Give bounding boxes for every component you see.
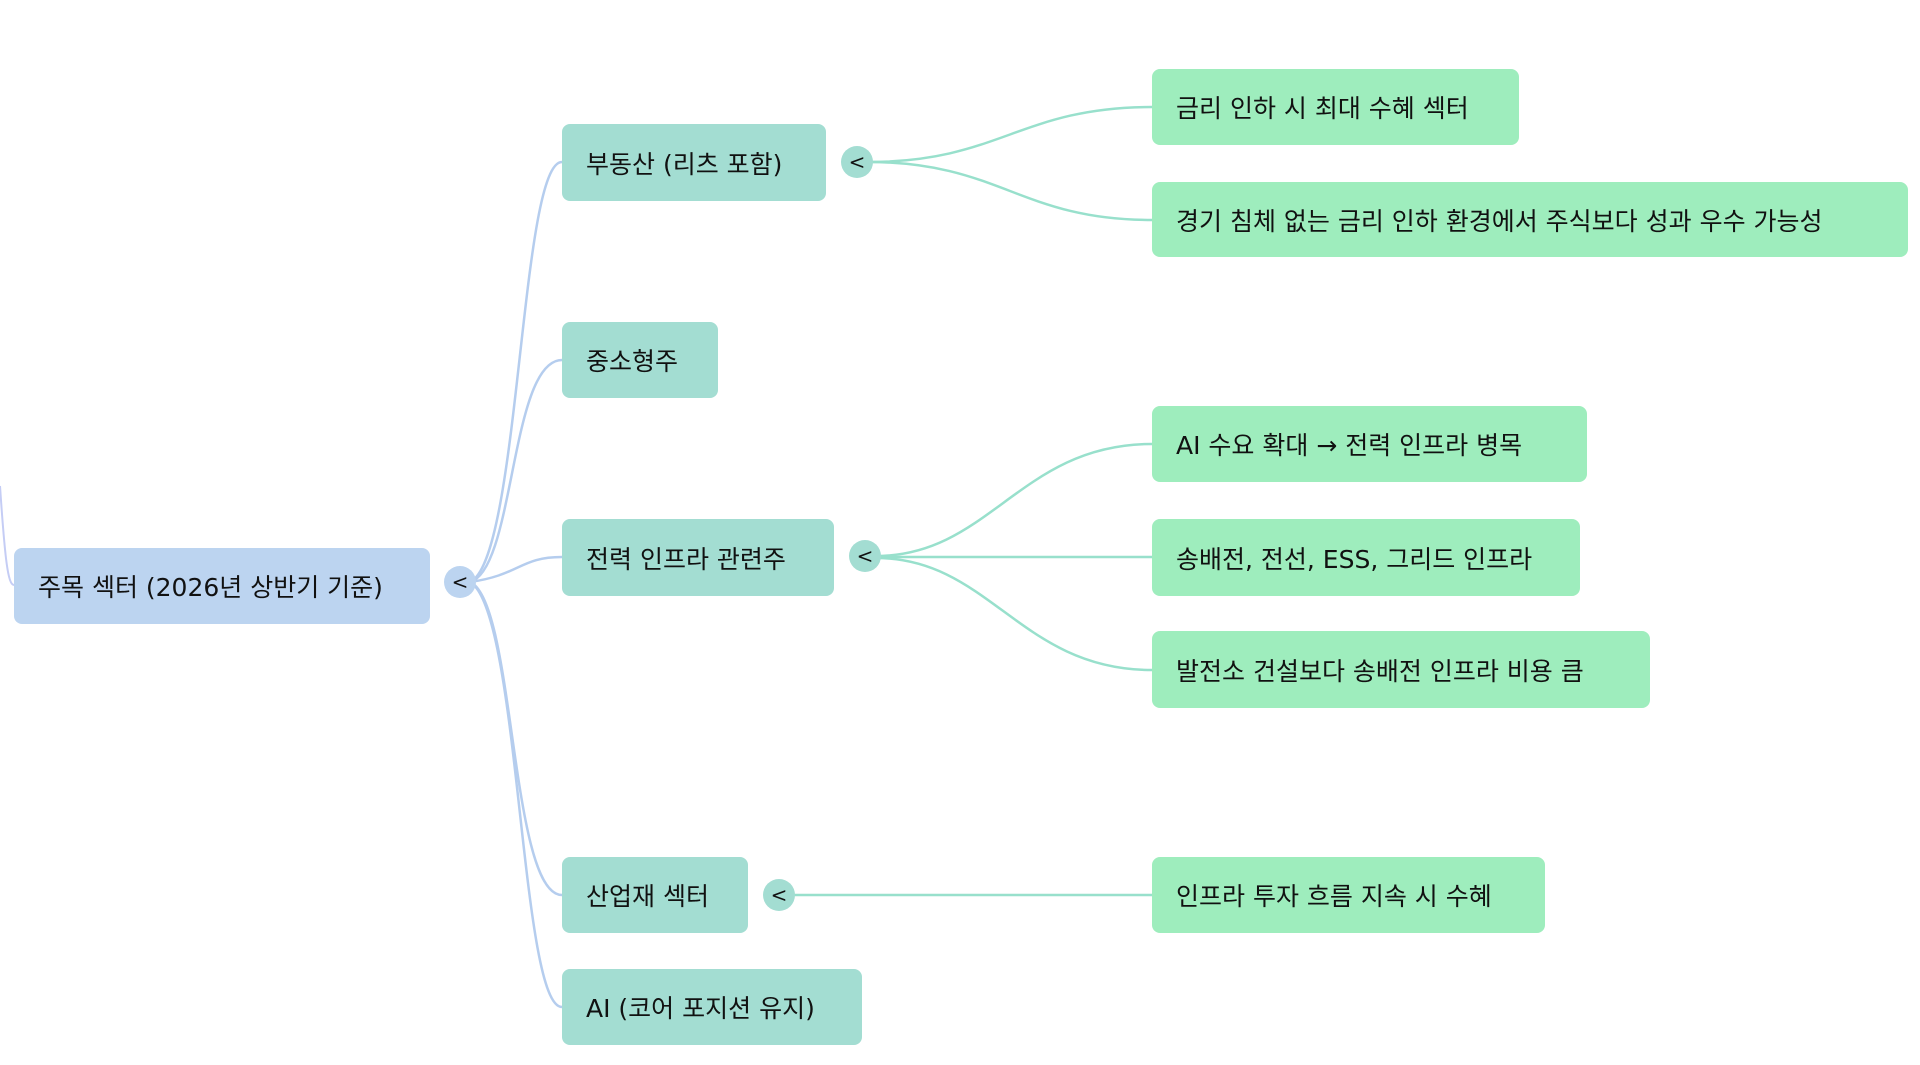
collapse-toggle-root[interactable]: < xyxy=(444,566,476,598)
node-label: 부동산 (리츠 포함) xyxy=(586,149,783,179)
node-realestate-child-2[interactable]: 경기 침체 없는 금리 인하 환경에서 주식보다 성과 우수 가능성 xyxy=(1152,182,1908,257)
root-node[interactable]: 주목 섹터 (2026년 상반기 기준) xyxy=(14,548,430,624)
node-industrial[interactable]: 산업재 섹터 xyxy=(562,857,748,933)
edge-root-industrial xyxy=(469,580,563,897)
edge-root-ai xyxy=(469,580,563,1009)
node-industrial-child-1[interactable]: 인프라 투자 흐름 지속 시 수혜 xyxy=(1152,857,1545,933)
edge-root-smallcap xyxy=(469,358,563,584)
node-power-infra[interactable]: 전력 인프라 관련주 xyxy=(562,519,834,596)
collapse-toggle-realestate[interactable]: < xyxy=(841,146,873,178)
edge-root-power xyxy=(469,555,563,584)
root-label: 주목 섹터 (2026년 상반기 기준) xyxy=(38,573,383,602)
node-label: 중소형주 xyxy=(586,347,679,376)
node-realestate[interactable]: 부동산 (리츠 포함) xyxy=(562,124,826,201)
node-label: 송배전, 전선, ESS, 그리드 인프라 xyxy=(1176,544,1533,574)
edge-power-1 xyxy=(875,442,1153,558)
node-label: AI 수요 확대 → 전력 인프라 병목 xyxy=(1176,431,1523,460)
edge-parent-root xyxy=(0,485,15,586)
edge-realestate-1 xyxy=(867,105,1153,164)
node-smallcap[interactable]: 중소형주 xyxy=(562,322,718,398)
node-label: 발전소 건설보다 송배전 인프라 비용 큼 xyxy=(1176,656,1584,686)
collapse-toggle-power-infra[interactable]: < xyxy=(849,540,881,572)
edge-power-3 xyxy=(875,556,1153,672)
node-label: 인프라 투자 흐름 지속 시 수혜 xyxy=(1176,882,1492,911)
node-label: 산업재 섹터 xyxy=(586,882,709,911)
node-label: 경기 침체 없는 금리 인하 환경에서 주식보다 성과 우수 가능성 xyxy=(1176,206,1823,236)
node-label: AI (코어 포지션 유지) xyxy=(586,994,815,1023)
node-power-child-2[interactable]: 송배전, 전선, ESS, 그리드 인프라 xyxy=(1152,519,1580,596)
node-label: 전력 인프라 관련주 xyxy=(586,544,786,574)
node-ai[interactable]: AI (코어 포지션 유지) xyxy=(562,969,862,1045)
edge-realestate-2 xyxy=(867,160,1153,222)
node-label: 금리 인하 시 최대 수혜 섹터 xyxy=(1176,94,1469,123)
node-power-child-1[interactable]: AI 수요 확대 → 전력 인프라 병목 xyxy=(1152,406,1587,482)
node-realestate-child-1[interactable]: 금리 인하 시 최대 수혜 섹터 xyxy=(1152,69,1519,145)
collapse-toggle-industrial[interactable]: < xyxy=(763,879,795,911)
edge-root-realestate xyxy=(469,160,563,584)
node-power-child-3[interactable]: 발전소 건설보다 송배전 인프라 비용 큼 xyxy=(1152,631,1650,708)
